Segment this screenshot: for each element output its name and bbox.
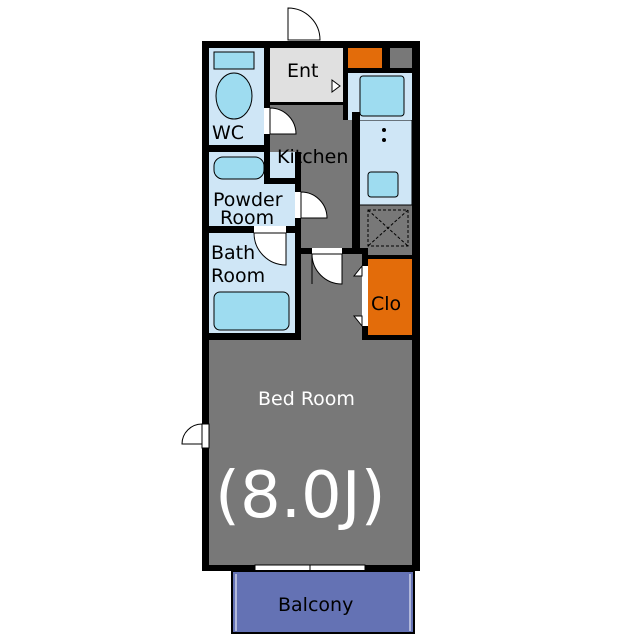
closet — [368, 259, 412, 335]
label-entrance: Ent — [287, 60, 319, 82]
side-window — [181, 423, 210, 449]
bedroom-floor — [209, 340, 412, 565]
powder-door — [295, 191, 328, 219]
label-wc: WC — [212, 122, 244, 144]
bathtub-icon — [213, 291, 290, 331]
label-closet: Clo — [371, 293, 401, 315]
label-kitchen: Kitchen — [277, 146, 348, 168]
fridge-space-icon — [367, 209, 409, 247]
label-balcony: Balcony — [278, 594, 353, 616]
washer-icon — [359, 75, 405, 117]
stove-burner-1 — [382, 128, 386, 132]
bath-door — [253, 226, 287, 266]
entrance-door — [287, 7, 321, 41]
label-powder-2: Room — [220, 207, 274, 229]
wc-door — [264, 107, 297, 135]
bedroom-door — [311, 248, 343, 285]
stove-burner-2 — [382, 138, 386, 142]
label-bedroom: Bed Room — [258, 388, 355, 410]
entrance-floor — [270, 48, 343, 102]
sink-icon — [367, 171, 399, 198]
closet-doors — [352, 264, 368, 328]
washbasin-icon — [213, 156, 265, 180]
toilet-icon — [213, 51, 255, 120]
entrance-step — [331, 79, 341, 93]
label-bath-2: Room — [211, 265, 265, 287]
shoe-closet — [348, 48, 382, 68]
label-bedroom-size: (8.0J) — [215, 459, 386, 533]
label-powder-1: Powder — [213, 189, 283, 211]
label-bath-1: Bath — [211, 242, 255, 264]
balcony — [231, 570, 415, 634]
ps-box — [390, 48, 412, 68]
